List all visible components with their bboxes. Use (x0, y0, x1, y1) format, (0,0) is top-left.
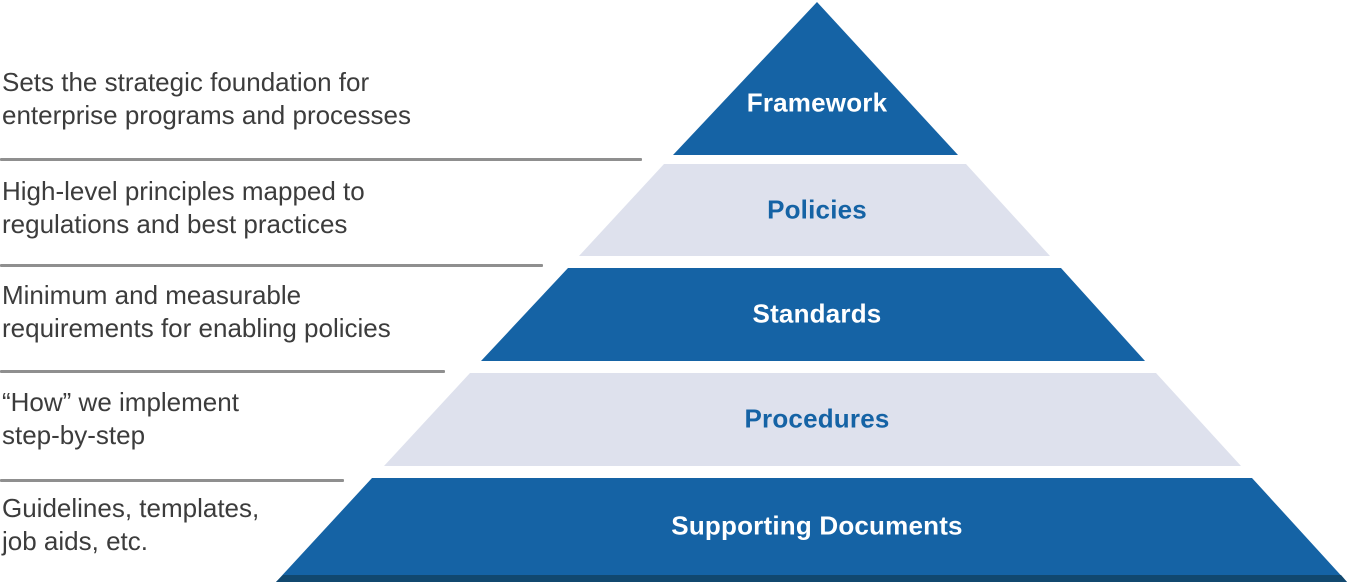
pyramid-level-standards-shape (481, 268, 1145, 361)
description-standards-line-1: Minimum and measurable (2, 280, 302, 310)
description-standards: Minimum and measurable requirements for … (2, 279, 391, 345)
description-standards-line-2: requirements for enabling policies (2, 313, 391, 343)
divider-3 (0, 370, 445, 373)
description-procedures-line-2: step-by-step (2, 420, 146, 450)
description-framework-line-1: Sets the strategic foundation for (2, 67, 370, 97)
pyramid-level-policies-shape (579, 164, 1050, 256)
description-supporting-documents-line-1: Guidelines, templates, (2, 493, 260, 523)
description-policies: High-level principles mapped to regulati… (2, 175, 365, 241)
pyramid-level-procedures-shape (384, 373, 1241, 466)
pyramid-label-supporting-documents: Supporting Documents (671, 510, 963, 541)
description-procedures: “How” we implement step-by-step (2, 386, 239, 452)
description-supporting-documents-line-2: job aids, etc. (2, 526, 148, 556)
description-procedures-line-1: “How” we implement (2, 387, 239, 417)
description-framework: Sets the strategic foundation for enterp… (2, 66, 411, 132)
description-framework-line-2: enterprise programs and processes (2, 100, 411, 130)
pyramid-label-standards: Standards (752, 298, 882, 329)
divider-4 (0, 479, 344, 482)
pyramid-base-shadow (276, 575, 1347, 582)
description-policies-line-2: regulations and best practices (2, 209, 348, 239)
divider-2 (0, 264, 543, 267)
pyramid-label-framework: Framework (746, 87, 888, 118)
divider-1 (0, 158, 642, 161)
description-supporting-documents: Guidelines, templates, job aids, etc. (2, 492, 259, 558)
description-policies-line-1: High-level principles mapped to (2, 176, 365, 206)
pyramid-level-framework-shape (673, 2, 958, 155)
pyramid-label-procedures: Procedures (744, 403, 890, 434)
pyramid-label-policies: Policies (767, 194, 867, 225)
pyramid-level-supporting-documents-shape (276, 478, 1347, 582)
